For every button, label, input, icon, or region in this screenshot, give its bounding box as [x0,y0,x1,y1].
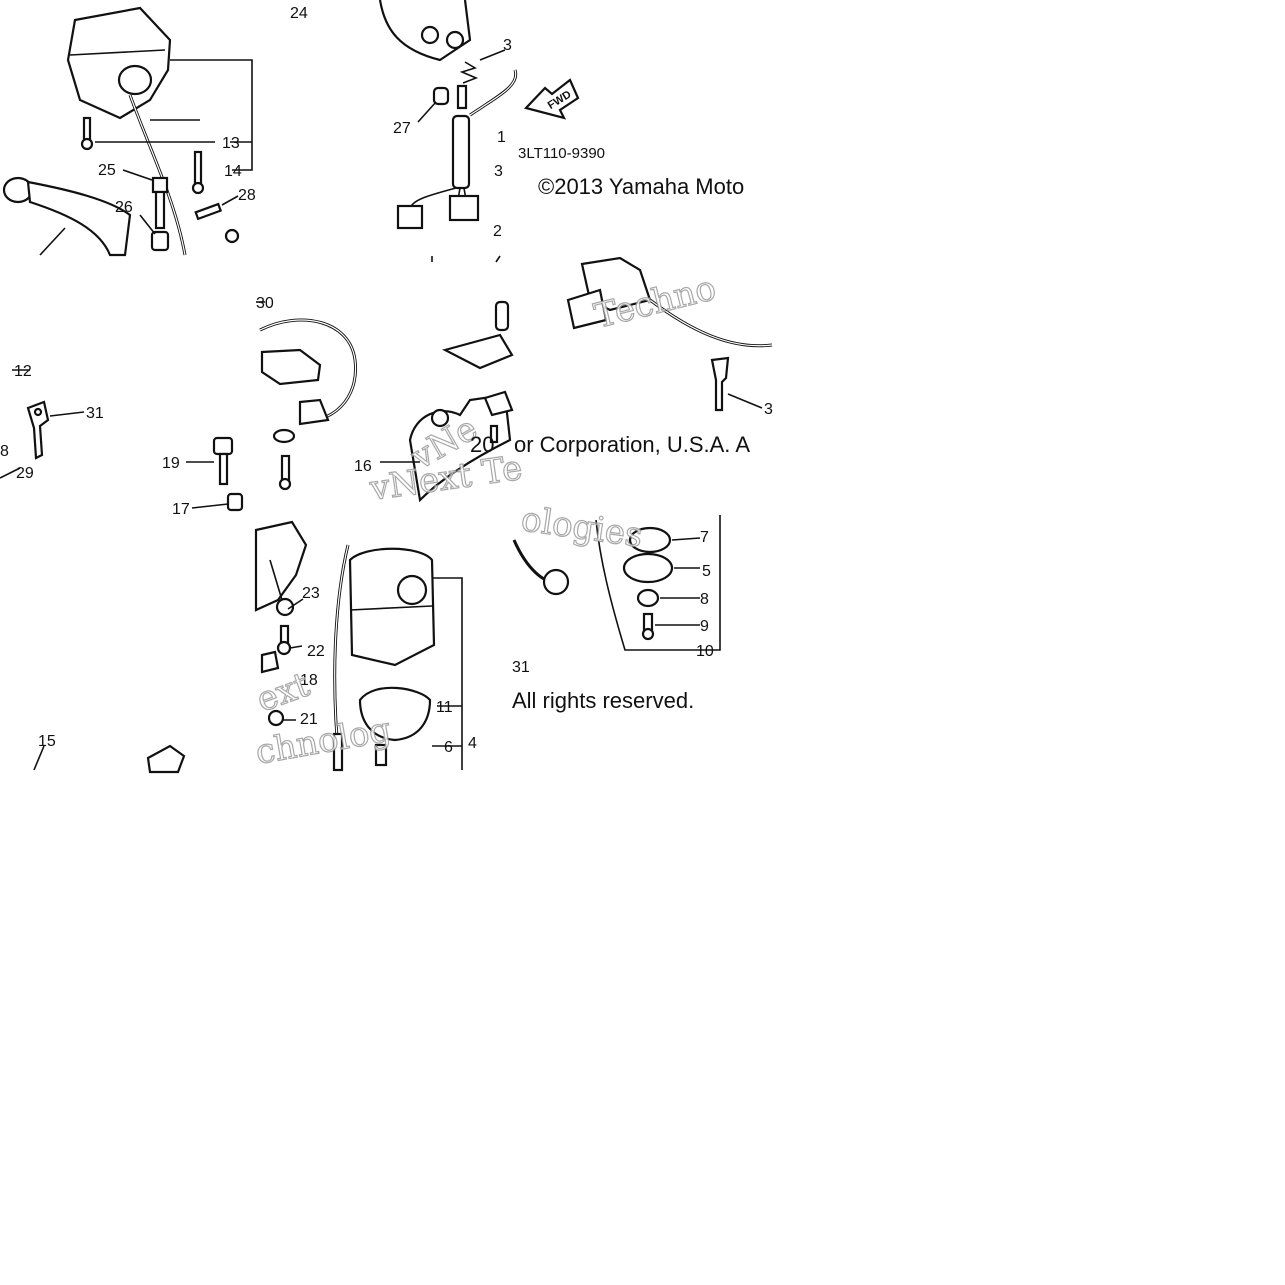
copyright-line-2: or Corporation, U.S.A. A [514,432,750,457]
wire-sleeve [451,114,471,190]
callout-6: 6 [444,739,453,756]
callout-22: 22 [307,643,325,660]
callout-29: 29 [16,465,34,482]
callout-17: 17 [172,501,190,518]
copyright-line-1: ©2013 Yamaha Moto [538,174,744,199]
nut-26 [139,214,170,252]
callout-30: 30 [256,295,274,312]
callout-23: 23 [302,585,320,602]
part-code: 3LT110-9390 [518,145,605,162]
callout-10: 10 [696,643,714,660]
watermark-c: ologies [519,499,645,556]
horn-stack [622,526,674,641]
screw-19 [186,436,234,486]
tile-bottom-center: 23 22 18 21 11 6 4 ext chnolog [251,520,477,773]
connector-15 [146,744,186,774]
bracket-13-14 [170,59,253,171]
brake-lever [2,176,132,257]
callout-21: 21 [300,711,318,728]
switch-base-11 [358,686,432,742]
nut-17 [191,492,244,512]
copyright-line-2-prefix: 20 [470,432,494,457]
callout-13: 13 [222,135,240,152]
connector-30 [260,348,322,386]
switch-housing-left [66,6,187,256]
housing-half [254,520,308,612]
callout-26: 26 [115,199,133,216]
callout-8a: 8 [0,443,9,460]
callout-18: 18 [300,672,318,689]
callout-31b: 31 [512,659,530,676]
switch-housing-right [348,547,436,667]
key-3c [710,356,763,412]
callout-31a: 31 [86,405,104,422]
fwd-arrow: FWD [523,78,580,120]
callout-24: 24 [290,5,308,22]
callout-27: 27 [393,120,411,137]
collar-27 [432,86,450,106]
callout-25: 25 [98,162,116,179]
callout-3c: 3 [764,401,773,418]
callout-19: 19 [162,455,180,472]
callout-12: 12 [14,363,32,380]
callout-3b: 3 [494,163,503,180]
callout-14: 14 [224,163,242,180]
connector-main [448,194,480,222]
callout-16: 16 [354,458,372,475]
connector-small [396,204,424,230]
screw-14 [191,150,205,195]
callout-8b: 8 [700,591,709,608]
tile-center: 30 16 vNext Te vNe [256,295,525,510]
tile-top-left: 24 13 14 25 26 28 [2,5,308,257]
tile-bottom-right: 7 5 8 9 10 31 All rights reserved. ologi… [512,499,721,713]
callout-9: 9 [700,618,709,635]
callout-3a: 3 [503,37,512,54]
callout-2: 2 [493,223,502,240]
callout-4: 4 [468,735,477,752]
callout-7: 7 [700,529,709,546]
tile-bottom-left: 15 [33,733,186,774]
tile-top-middle: FWD 27 3 1 3 2 3LT110-9390 [378,0,605,240]
callout-15: 15 [38,733,56,750]
screw-28 [194,195,240,244]
callout-28: 28 [238,187,256,204]
callout-1: 1 [497,129,506,146]
callout-5: 5 [702,563,711,580]
key-31 [26,400,85,460]
spring [459,61,479,84]
callout-11: 11 [436,699,453,716]
copyright-line-3: All rights reserved. [512,688,694,713]
tile-mid-left: 12 31 8 29 19 17 [0,363,244,518]
lever-bracket [441,333,514,370]
screw-13 [80,116,94,151]
tile-top-right: ©2013 Yamaha Moto [538,174,744,199]
tile-mid-right: 3 Techno 20 or Corporation, U.S.A. A [470,256,773,457]
bolt-25 [122,169,169,230]
